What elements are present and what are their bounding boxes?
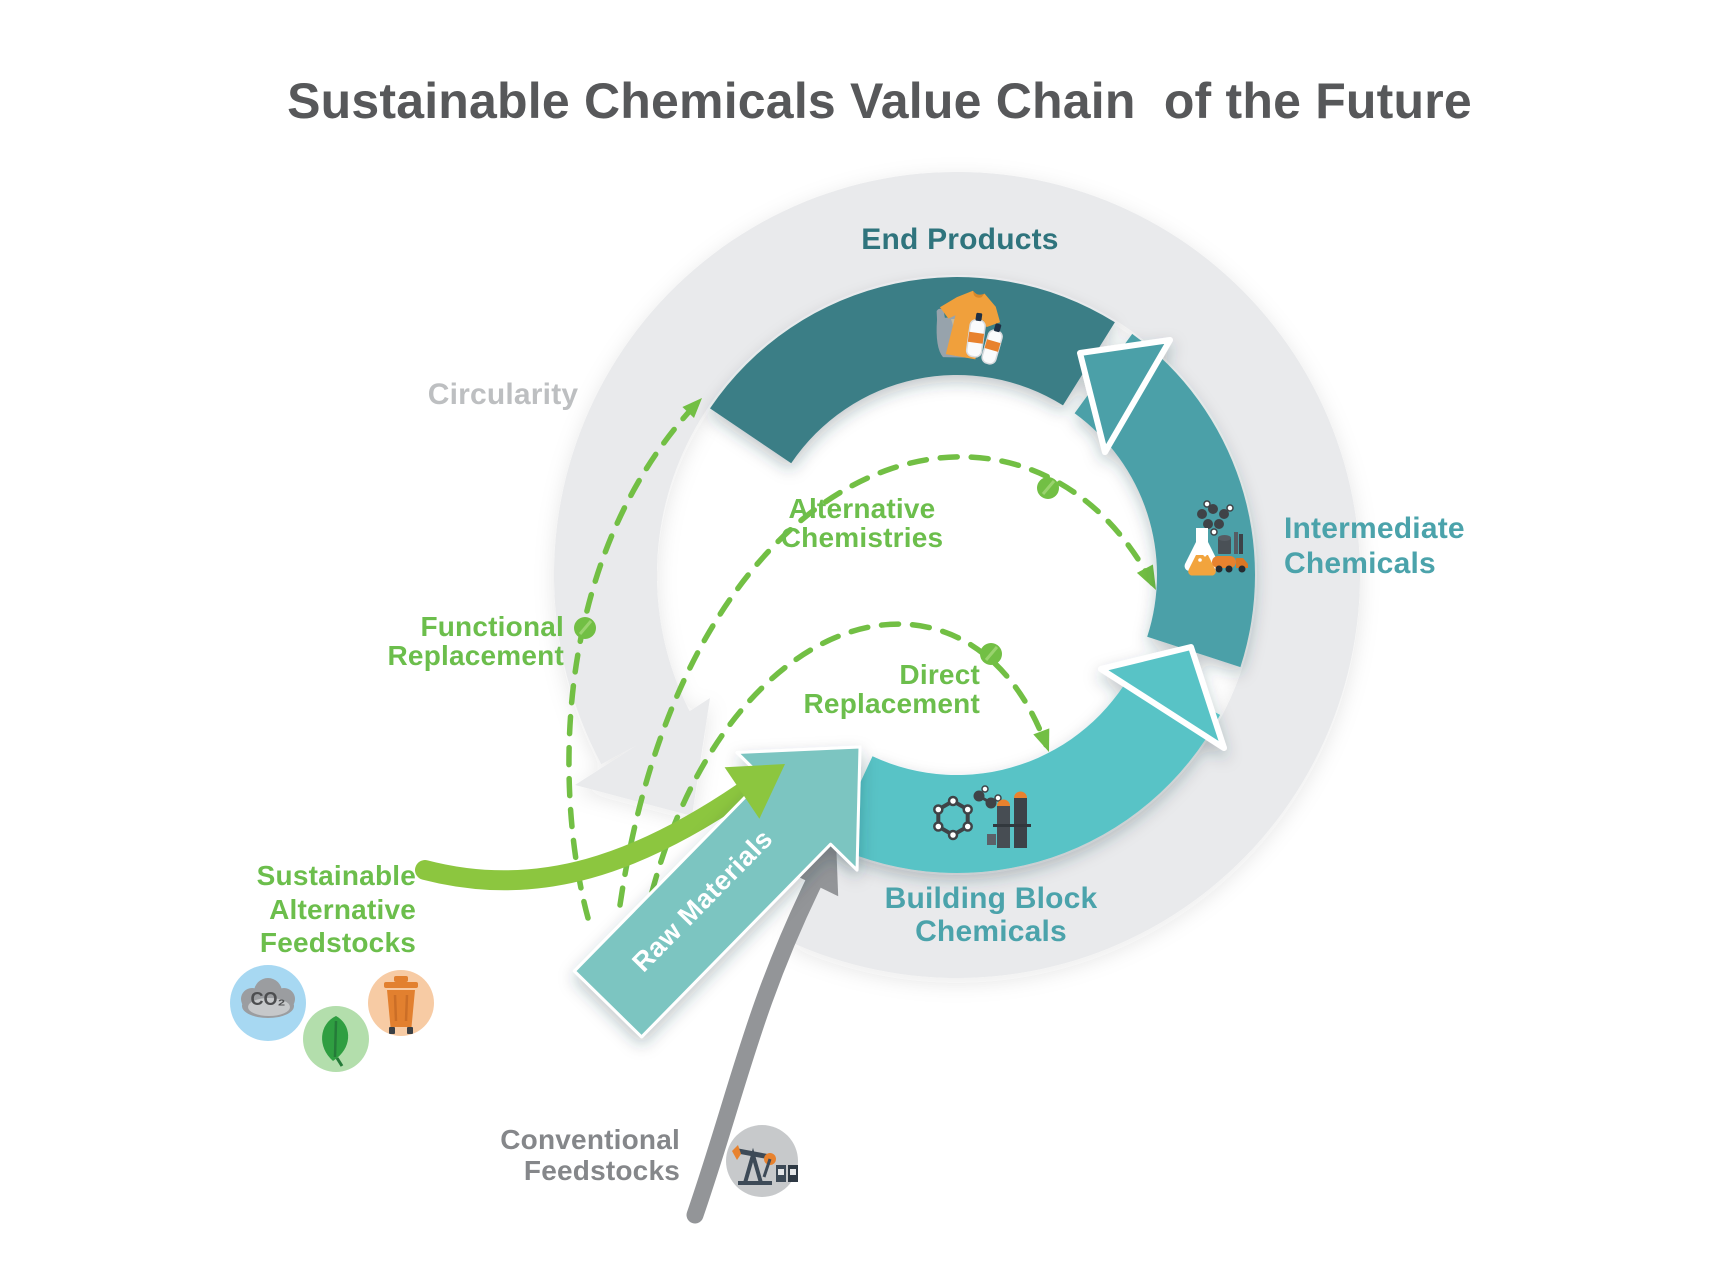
stage-label-end-products: End Products	[861, 223, 1059, 256]
conventional-arrowhead-icon	[787, 840, 839, 897]
molecule-distillation-columns-icon	[933, 785, 1031, 848]
building-block-arc-arrowhead-icon	[1098, 644, 1227, 751]
conventional-feedstocks-arrow	[686, 875, 822, 1224]
stage-label-intermediate-chemicals: Intermediate Chemicals	[1284, 512, 1465, 580]
sustainable-arrowhead-icon	[724, 764, 785, 819]
page-title: Sustainable Chemicals Value Chain of the…	[287, 73, 1472, 129]
direct-curve-arrowhead-icon	[1033, 728, 1050, 752]
tshirt-bag-bottles-icon	[936, 290, 1003, 365]
pathway-label-functional-replacement: Functional Replacement	[387, 611, 564, 672]
alternative-curve-arrowhead-icon	[1136, 564, 1156, 590]
oil-pumpjack-icon	[726, 1125, 798, 1197]
pathway-dots	[574, 477, 1059, 665]
building-block-arc	[831, 668, 1221, 873]
circularity-label: Circularity	[427, 378, 579, 411]
co2-text: CO₂	[250, 989, 286, 1009]
co2-cloud-icon	[230, 965, 306, 1041]
stage-label-building-block-chemicals: Building Block Chemicals	[884, 882, 1098, 948]
flask-molecule-tanker-truck-icon	[1184, 500, 1248, 576]
direct-replacement-curve	[649, 621, 1049, 895]
pathway-label-direct-replacement: Direct Replacement	[803, 659, 980, 720]
waste-bin-icon	[368, 970, 434, 1036]
conventional-feedstocks-label: Conventional Feedstocks	[500, 1124, 680, 1187]
alternative-chemistries-curve	[617, 454, 1155, 908]
sustainable-feedstocks-label: Sustainable Alternative Feedstocks	[256, 860, 416, 959]
circularity-arrowhead-icon	[575, 698, 710, 816]
intermediate-arc-arrowhead-icon	[1077, 337, 1173, 455]
sustainable-feedstocks-arrow	[415, 783, 752, 891]
leaf-icon	[303, 1006, 369, 1072]
pathway-label-alternative-chemistries: Alternative Chemistries	[780, 493, 944, 554]
end-products-arc	[710, 277, 1115, 464]
functional-curve-arrowhead-icon	[682, 398, 702, 418]
